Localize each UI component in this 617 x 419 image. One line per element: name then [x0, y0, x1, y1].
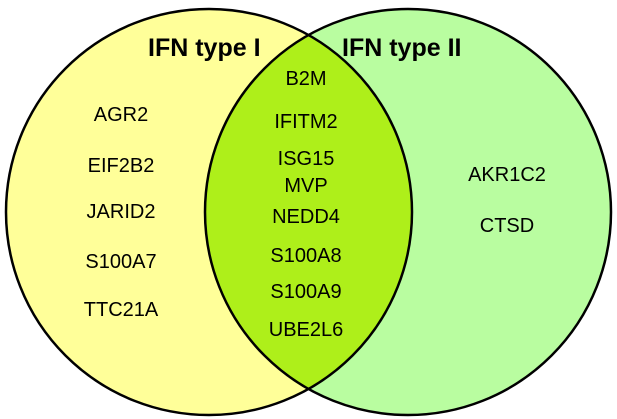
gene-label: NEDD4	[272, 206, 340, 228]
ifn-type-2-outline	[203, 7, 613, 417]
gene-label: CTSD	[480, 215, 534, 237]
overlap-gene-list: B2M IFITM2 ISG15 MVP NEDD4 S100A8 S100A9…	[269, 68, 344, 341]
gene-label: S100A9	[270, 281, 341, 303]
gene-label: JARID2	[87, 201, 156, 223]
gene-label: AKR1C2	[468, 164, 546, 186]
gene-label: EIF2B2	[88, 155, 155, 177]
gene-label: TTC21A	[84, 299, 159, 321]
gene-label: AGR2	[94, 104, 148, 126]
ifn-type-2-gene-list: AKR1C2 CTSD	[468, 164, 546, 237]
overlap-region	[205, 9, 412, 415]
ifn-type-2-title: IFN type II	[342, 34, 461, 62]
gene-label: B2M	[285, 68, 326, 90]
ifn-type-1-outline	[4, 7, 414, 417]
gene-label: S100A8	[270, 245, 341, 267]
gene-label: S100A7	[85, 251, 156, 273]
gene-label: ISG15	[278, 148, 335, 170]
ifn-type-1-gene-list: AGR2 EIF2B2 JARID2 S100A7 TTC21A	[84, 104, 159, 321]
gene-label: IFITM2	[274, 111, 337, 133]
gene-label: MVP	[284, 175, 327, 197]
ifn-type-1-title: IFN type I	[148, 34, 261, 62]
gene-label: UBE2L6	[269, 319, 344, 341]
